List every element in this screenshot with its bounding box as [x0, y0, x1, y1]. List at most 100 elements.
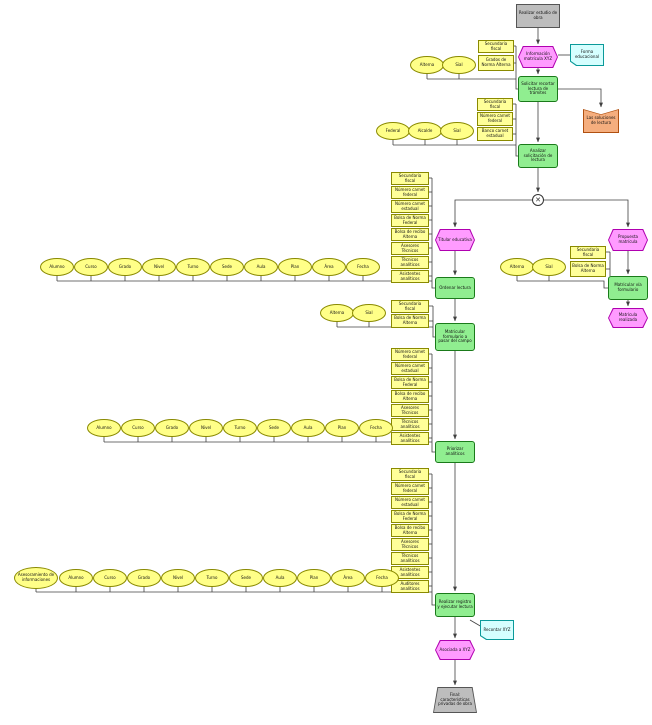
- entity-r1-5[interactable]: Turno: [176, 258, 210, 276]
- xor-connector[interactable]: ✕: [532, 194, 544, 206]
- node-label: Nivel: [200, 424, 212, 430]
- node-label: Grado: [118, 263, 132, 269]
- attr-s1-4[interactable]: Bolsa de Norma Federal: [391, 214, 429, 227]
- attr-s2-2[interactable]: Número carnet estadual: [391, 362, 429, 375]
- attr-s3-2[interactable]: Número carnet federal: [391, 482, 429, 495]
- attr-mid-1[interactable]: Secundaria fiscal: [391, 300, 429, 313]
- attr-shape: Número carnet estadual: [391, 362, 429, 375]
- entity-r3-2[interactable]: Curso: [93, 569, 127, 587]
- entity-r1-10[interactable]: Fecha: [346, 258, 380, 276]
- attr-mid-2[interactable]: Bolsa de Norma Alterna: [391, 314, 429, 328]
- event-informacion[interactable]: Información matrícula XYZ: [518, 46, 558, 68]
- attr-right-2[interactable]: Bolsa de Norma Alterna: [570, 261, 606, 277]
- entity-r2-3[interactable]: Grado: [155, 419, 189, 437]
- node-label: Matricular formulario a pasar del campo: [438, 329, 472, 344]
- entity-r3-10[interactable]: Fecha: [365, 569, 399, 587]
- entity-r3-3[interactable]: Grado: [127, 569, 161, 587]
- entity-r1-2[interactable]: Curso: [74, 258, 108, 276]
- attr-s3-5[interactable]: Bolsa de recibo Alterna: [391, 524, 429, 537]
- entity-r1-8[interactable]: Plan: [278, 258, 312, 276]
- attr-s2-7[interactable]: Asistentes analíticos: [391, 432, 429, 445]
- node-label: Matrícula realizada: [618, 312, 638, 322]
- attr-s2-4[interactable]: Bolsa de recibo Alterna: [391, 390, 429, 403]
- entity-r3-6[interactable]: Sede: [229, 569, 263, 587]
- entity-r1-3[interactable]: Grado: [108, 258, 142, 276]
- attr-s1-6[interactable]: Asesores Técnicos: [391, 242, 429, 255]
- letter-shape: Las soluciones de lectura: [584, 110, 618, 132]
- attr-s2-3[interactable]: Bolsa de Norma Federal: [391, 376, 429, 389]
- fn-registrar[interactable]: Realizar registro y ejecutar lectura: [435, 593, 475, 617]
- entity-alterna-a[interactable]: Alterna: [410, 56, 444, 74]
- entity-r3-1[interactable]: Alumno: [59, 569, 93, 587]
- entity-r2-2[interactable]: Curso: [121, 419, 155, 437]
- entity-r1-7[interactable]: Aula: [244, 258, 278, 276]
- attr-s1-8[interactable]: Asistentes analíticos: [391, 270, 429, 283]
- entity-r3-4[interactable]: Nivel: [161, 569, 195, 587]
- attr-s1-3[interactable]: Número carnet estadual: [391, 200, 429, 213]
- fn-ordenar[interactable]: Ordenar lectura: [435, 277, 475, 299]
- entity-alcalde-b[interactable]: Alcalde: [408, 122, 442, 140]
- event-asociada[interactable]: Asociada a XYZ: [435, 640, 475, 660]
- attr-s1-2[interactable]: Número carnet federal: [391, 186, 429, 199]
- entity-right-2[interactable]: Sial: [532, 258, 566, 276]
- fn-matriculado[interactable]: Matricular vía formulario: [608, 276, 648, 300]
- fn-analizar[interactable]: Analizar solicitación de lectura: [518, 144, 558, 168]
- entity-r3-8[interactable]: Plan: [297, 569, 331, 587]
- event-titular[interactable]: Titular educativa: [435, 229, 475, 251]
- entity-r3-0[interactable]: Asesoramiento de informaciones: [14, 567, 58, 589]
- entity-r1-4[interactable]: Nivel: [142, 258, 176, 276]
- entity-r1-6[interactable]: Sede: [210, 258, 244, 276]
- entity-r2-7[interactable]: Aula: [291, 419, 325, 437]
- entity-mid-1[interactable]: Alterna: [320, 304, 354, 322]
- entity-right-1[interactable]: Alterna: [500, 258, 534, 276]
- attr-s3-1[interactable]: Secundaria fiscal: [391, 468, 429, 481]
- node-label: Número carnet federal: [395, 482, 425, 493]
- entity-r2-1[interactable]: Alumno: [87, 419, 121, 437]
- start-node[interactable]: Realizar estudio de obra: [516, 4, 560, 28]
- entity-r2-5[interactable]: Turno: [223, 419, 257, 437]
- entity-r2-6[interactable]: Sede: [257, 419, 291, 437]
- event-propuesta[interactable]: Propuesta matrícula: [608, 229, 648, 251]
- attr-s3-4[interactable]: Bolsa de Norma Federal: [391, 510, 429, 523]
- attr-s2-6[interactable]: Técnicos analíticos: [391, 418, 429, 431]
- attr-s1-1[interactable]: Secundaria fiscal: [391, 172, 429, 185]
- fn-matricular[interactable]: Matricular formulario a pasar del campo: [435, 323, 475, 351]
- node-label: Secundaria fiscal: [398, 468, 422, 479]
- note-forma[interactable]: Forma educacional: [570, 44, 604, 66]
- attr-s3-6[interactable]: Asesores Técnicos: [391, 538, 429, 551]
- entity-sial-b[interactable]: Sial: [440, 122, 474, 140]
- entity-r2-9[interactable]: Fecha: [359, 419, 393, 437]
- attr-s1-7[interactable]: Técnicos analíticos: [391, 256, 429, 269]
- letter-soluciones[interactable]: Las soluciones de lectura: [583, 109, 619, 133]
- fn-solicitar[interactable]: Solicitar recortar lectura de trámites: [518, 76, 558, 102]
- attr-right-1[interactable]: Secundaria fiscal: [570, 246, 606, 259]
- note-recontar[interactable]: Recontar XYZ: [480, 620, 514, 640]
- attr-secundaria-a[interactable]: Secundaria fiscal: [478, 40, 514, 53]
- entity-sial-a[interactable]: Sial: [442, 56, 476, 74]
- attr-secundaria-b[interactable]: Secundaria fiscal: [477, 98, 513, 111]
- node-label: Asesoramiento de informaciones: [17, 572, 55, 582]
- attr-carnet-b[interactable]: Número carnet federal: [477, 112, 513, 126]
- attr-s1-5[interactable]: Bolsa de recibo Alterna: [391, 228, 429, 241]
- event-realizada[interactable]: Matrícula realizada: [608, 308, 648, 328]
- entity-r1-9[interactable]: Área: [312, 258, 346, 276]
- attr-s2-5[interactable]: Asesores Técnicos: [391, 404, 429, 417]
- entity-r1-1[interactable]: Alumno: [40, 258, 74, 276]
- attr-banco-b[interactable]: Banco carnet estadual: [477, 127, 513, 141]
- entity-shape: Alcalde: [408, 122, 442, 140]
- entity-r3-9[interactable]: Área: [331, 569, 365, 587]
- attr-grados-a[interactable]: Grados de Norma Alterna: [478, 55, 514, 71]
- entity-r3-5[interactable]: Turno: [195, 569, 229, 587]
- fn-priorizar[interactable]: Priorizar analíticos: [435, 441, 475, 463]
- entity-r2-8[interactable]: Plan: [325, 419, 359, 437]
- function-shape: Analizar solicitación de lectura: [518, 144, 558, 168]
- attr-s3-9[interactable]: Auditores analíticos: [391, 580, 429, 593]
- attr-s2-1[interactable]: Número carnet federal: [391, 348, 429, 361]
- end-node[interactable]: Final: características privadas de obra: [433, 687, 477, 713]
- entity-r3-7[interactable]: Aula: [263, 569, 297, 587]
- entity-r2-4[interactable]: Nivel: [189, 419, 223, 437]
- attr-s3-7[interactable]: Técnicos analíticos: [391, 552, 429, 565]
- entity-mid-2[interactable]: Sial: [352, 304, 386, 322]
- entity-federal-b[interactable]: Federal: [376, 122, 410, 140]
- attr-s3-3[interactable]: Número carnet estadual: [391, 496, 429, 509]
